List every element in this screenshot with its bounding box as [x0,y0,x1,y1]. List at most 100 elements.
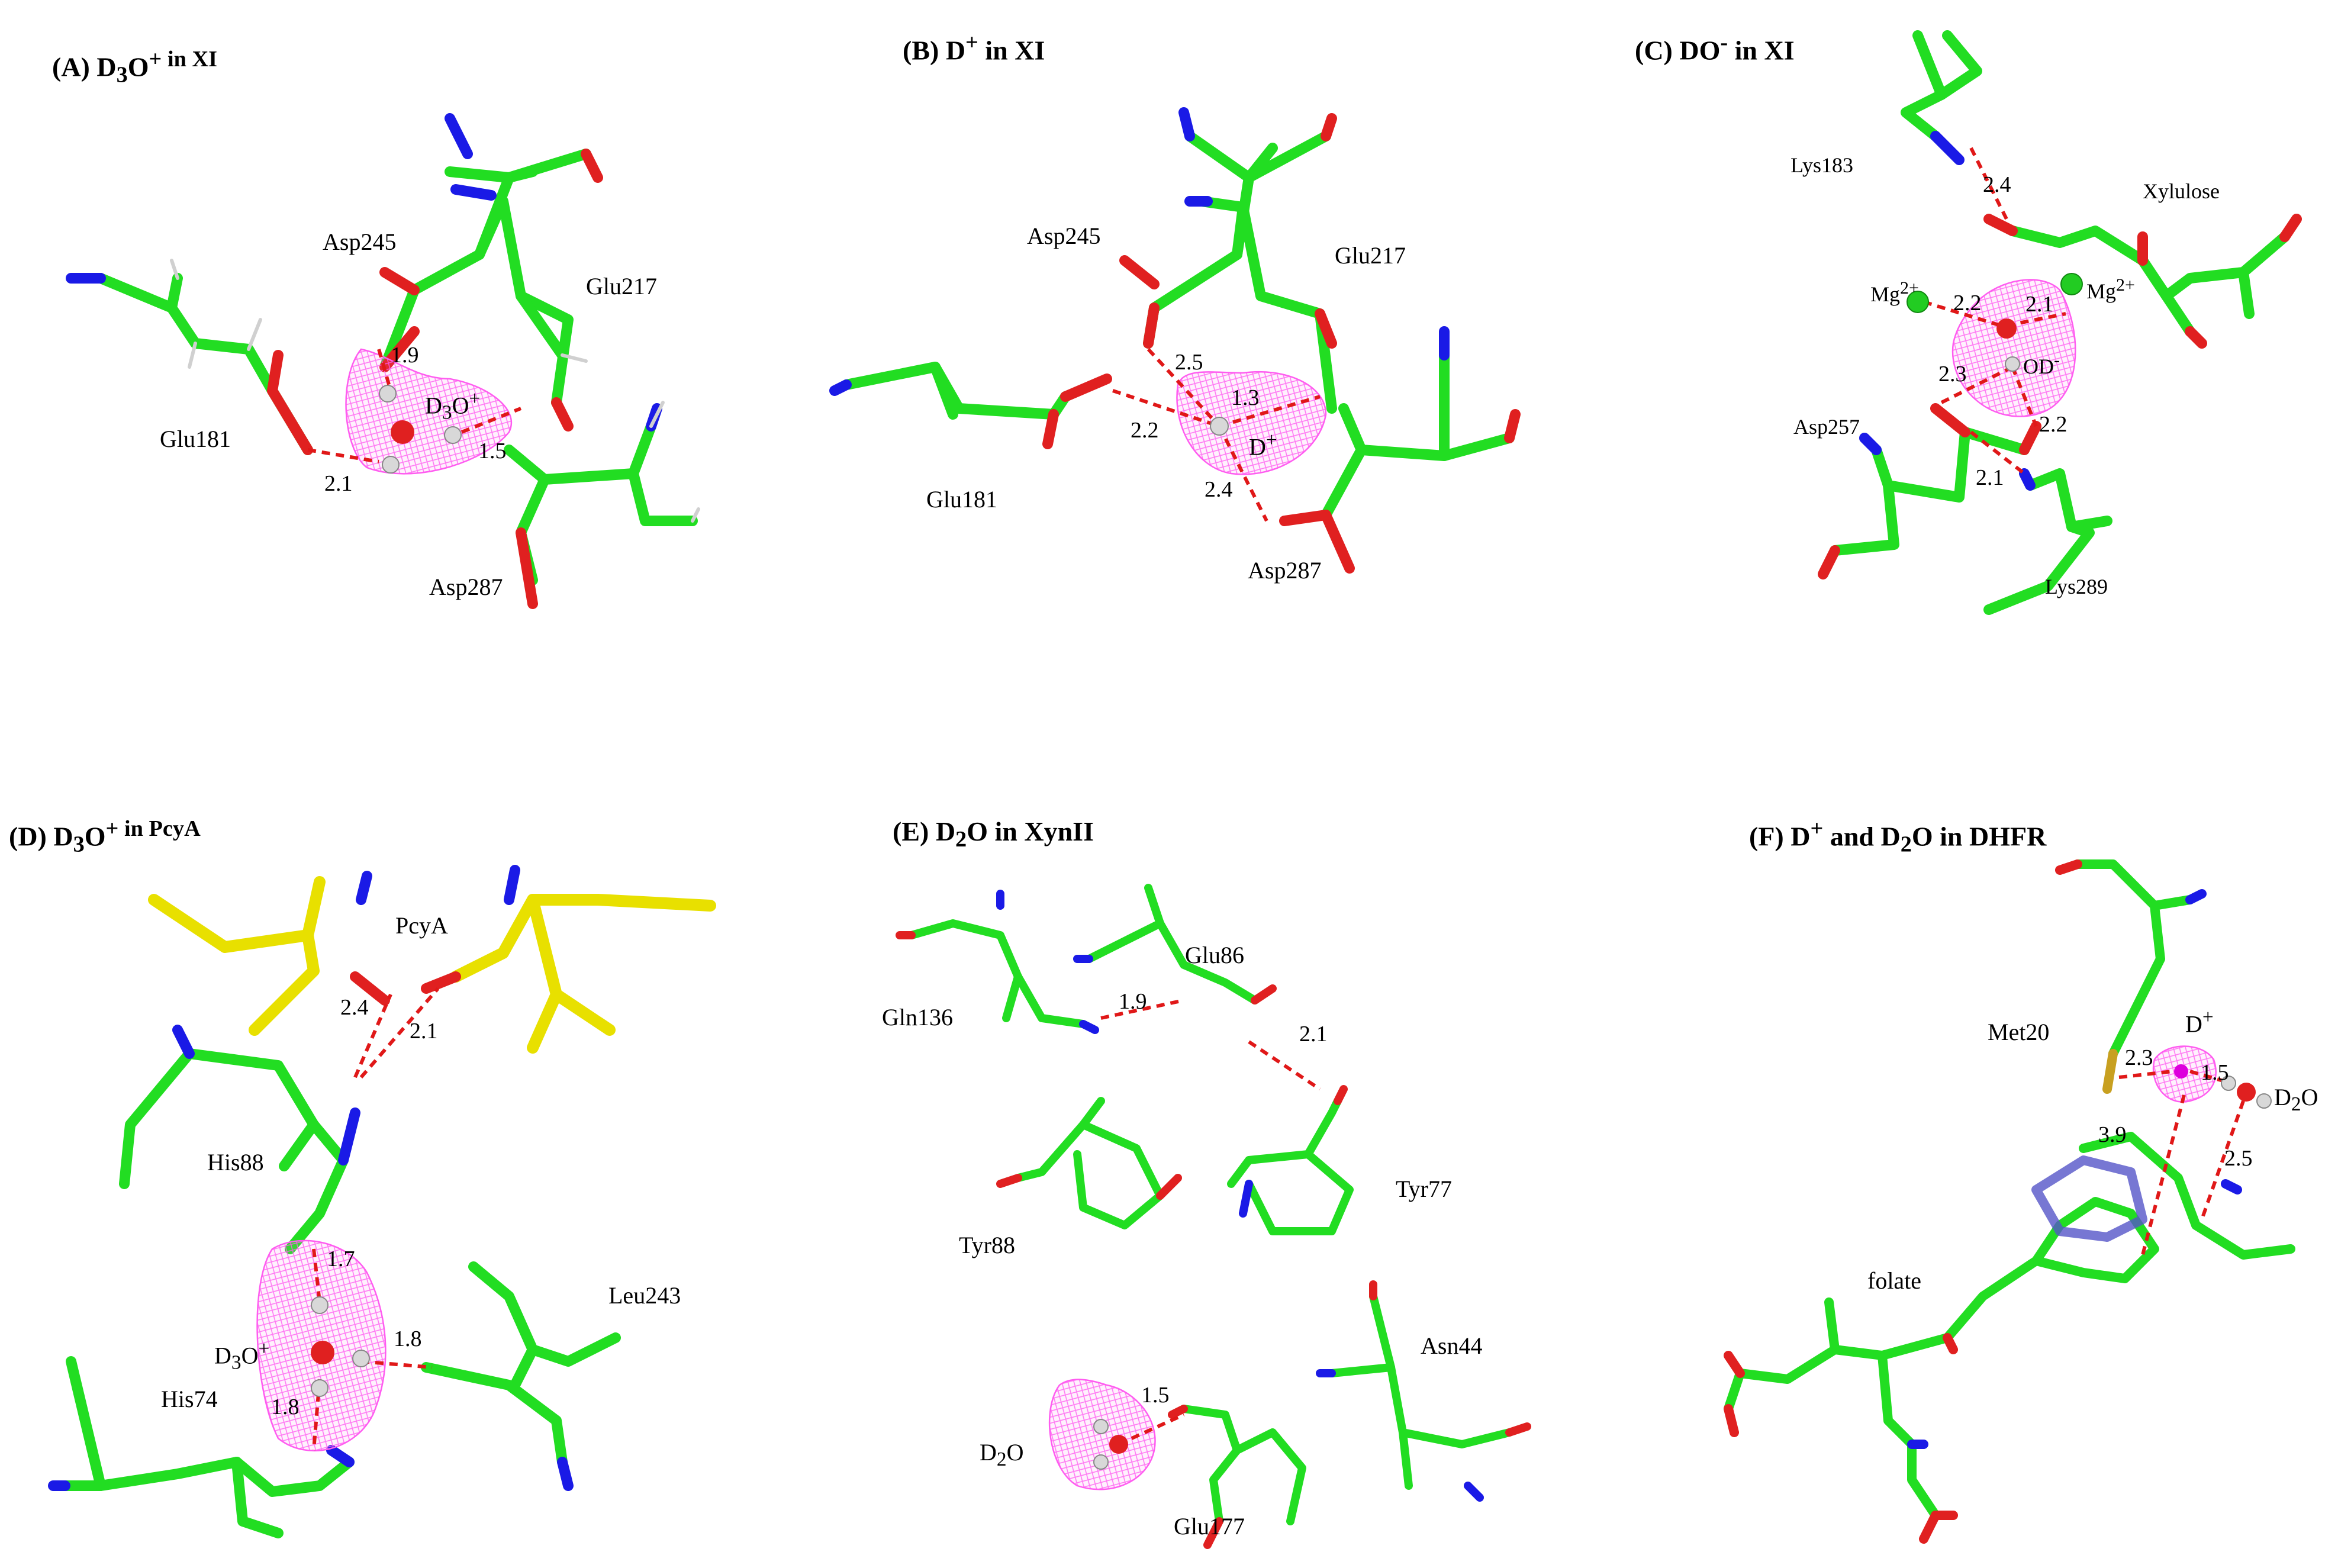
ion-part: D [980,1439,997,1466]
label-tyr88: Tyr88 [959,1232,1015,1258]
panel-b-structure [829,107,1521,574]
label-asp287: Asp287 [429,574,503,600]
title-part: in XI [1728,35,1795,66]
label-glu217: Glu217 [1335,242,1406,269]
distance-2: 2.1 [324,471,353,496]
title-part: in XI [978,35,1045,66]
title-part: O [127,51,149,82]
ion-sub: 2 [996,1448,1007,1470]
label-glu177: Glu177 [1174,1513,1245,1540]
title-sub: 3 [73,832,85,857]
title-part: (C) DO [1635,35,1721,66]
ion-sup: - [2054,350,2060,370]
label-d2o: D2O [980,1438,1023,1471]
label-asp245: Asp245 [323,228,397,255]
ion-sup: + [469,388,481,410]
distance-2: 1.5 [2201,1060,2229,1085]
label-xylulose: Xylulose [2143,179,2220,203]
label-his88: His88 [207,1149,264,1176]
distance-5: 2.2 [2039,412,2068,437]
panel-f-structure [1724,859,2295,1544]
distance-2: 2.1 [410,1019,438,1044]
label-asn44: Asn44 [1421,1332,1483,1359]
distance-1: 2.5 [1175,350,1203,375]
label-glu217: Glu217 [586,273,657,300]
label-od-ion: OD- [2023,350,2060,379]
label-glu181: Glu181 [926,486,997,513]
title-part: (A) D [52,51,117,82]
ion-sup: + [258,1338,270,1360]
label-lys289: Lys289 [2045,575,2108,598]
title-part: O in DHFR [1911,821,2047,852]
mg-sup: 2+ [1900,278,1919,298]
ion-part: D [2274,1084,2291,1110]
distance-3: 3.9 [2098,1122,2127,1147]
title-part: and D [1823,821,1901,852]
distance-3: 1.5 [478,439,507,463]
title-sup: + in XI [149,47,218,72]
title-part: (B) D [903,35,966,66]
panel-e-structure [896,884,1531,1549]
panel-d-structure [48,865,716,1538]
label-lys183: Lys183 [1790,153,1854,177]
label-asp245: Asp245 [1027,223,1101,249]
distance-3: 2.2 [1131,418,1159,443]
ion-part: O [452,392,469,419]
distance-2: 2.2 [1953,291,1982,315]
title-part: (F) D [1749,821,1811,852]
mg-sup: 2+ [2116,275,2135,295]
ion-sup: + [2202,1006,2214,1028]
label-folate: folate [1867,1267,1922,1294]
panel-a-structure [66,113,700,609]
ion-part: D [214,1342,231,1369]
title-sup: + in PcyA [105,816,201,841]
distance-1: 2.3 [2125,1045,2153,1070]
ion-part: D [425,392,442,419]
ion-part: O [241,1342,259,1369]
distance-3: 2.1 [2025,292,2054,317]
label-d3o-ion: D3O+ [214,1338,269,1374]
title-part: (D) D [9,821,73,852]
title-sup: + [1810,816,1824,841]
distance-2: 2.1 [1299,1022,1328,1047]
label-asp287: Asp287 [1248,557,1322,584]
ion-sub: 2 [2291,1093,2301,1115]
distance-1: 2.4 [340,995,369,1020]
label-d-plus: D+ [2185,1006,2214,1038]
distance-4: 2.3 [1938,362,1967,387]
ion-part: O [2301,1084,2318,1110]
panel-d-title: (D) D3O+ in PcyA [9,816,201,858]
label-d2o: D2O [2274,1083,2318,1116]
label-d3o-ion: D3O+ [425,388,480,424]
label-pcya: PcyA [395,912,448,939]
mg-part: Mg [2086,279,2117,303]
label-d-ion: D+ [1249,429,1277,461]
label-tyr77: Tyr77 [1396,1176,1452,1202]
label-his74: His74 [161,1386,218,1412]
ion-part: OD [2023,355,2054,378]
distance-1: 1.9 [391,343,419,368]
ion-sub: 3 [442,401,452,424]
distance-1: 2.4 [1983,172,2011,197]
ion-part: O [1006,1439,1024,1466]
mg-part: Mg [1870,282,1901,306]
ion-sup: + [1265,429,1277,451]
distance-2: 1.3 [1231,385,1260,410]
distance-4: 2.4 [1205,477,1233,502]
distance-4: 1.8 [394,1326,422,1351]
label-gln136: Gln136 [882,1004,953,1031]
ion-part: D [1249,433,1266,461]
distance-4: 2.5 [2224,1146,2253,1171]
label-glu86: Glu86 [1185,942,1244,968]
distance-5: 1.8 [271,1395,300,1419]
title-sup: + [965,30,978,55]
distance-3: 1.7 [327,1247,355,1271]
label-leu243: Leu243 [608,1282,681,1309]
title-part: O [84,821,106,852]
title-sub: 2 [1900,832,1912,857]
panel-f-title: (F) D+ and D2O in DHFR [1749,816,2046,858]
distance-6: 2.1 [1976,465,2004,490]
title-sup: - [1720,30,1728,55]
title-part: O in XynII [967,816,1094,846]
title-sub: 2 [955,827,967,852]
